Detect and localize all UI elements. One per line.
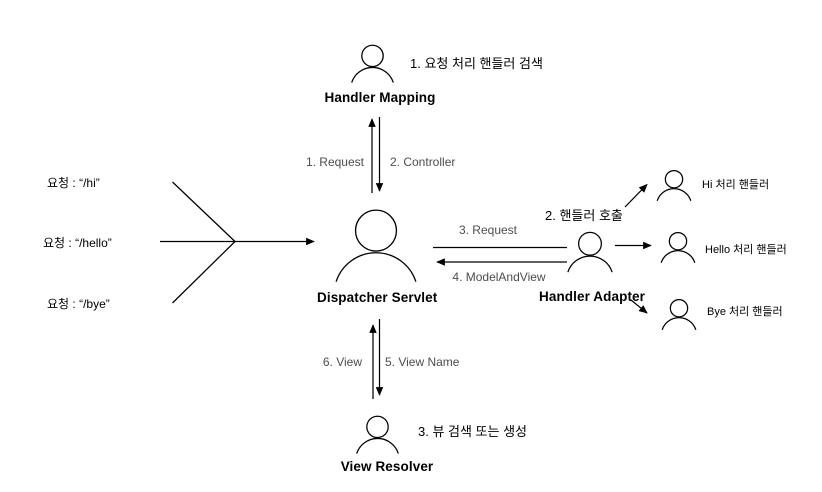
flow-label-view-up: 6. View [322,355,362,369]
view-resolver-person-icon [354,413,401,456]
request-label-hello: 요청 : “/hello” [43,236,112,250]
hello-handler-person-icon [659,230,697,265]
bye-handler-person-icon [660,297,698,332]
hello-handler-label: Hello 처리 핸들러 [705,244,787,256]
hi-handler-person-icon [655,168,693,203]
request-label-bye: 요청 : “/bye” [47,297,110,311]
bye-handler-label: Bye 처리 핸들러 [707,306,783,318]
handler-adapter-step-label: 2. 핸들러 호출 [545,208,623,223]
flow-label-request-up: 1. Request [305,155,364,169]
hi-handler-label: Hi 처리 핸들러 [702,179,770,191]
request-label-hi: 요청 : “/hi” [47,176,100,190]
handler-adapter-title: Handler Adapter [538,289,646,304]
handler-mapping-step-label: 1. 요청 처리 핸들러 검색 [410,56,543,71]
flow-label-view-name-down: 5. View Name [385,355,460,369]
flow-label-model-and-view: 4. ModelAndView [452,270,546,284]
handler-adapter-person-icon [565,229,615,274]
view-resolver-title: View Resolver [340,459,434,474]
handler-mapping-person-icon [349,42,396,85]
dispatcher-servlet-title: Dispatcher Servlet [317,290,438,305]
dispatcher-servlet-person-icon [331,204,421,286]
view-resolver-step-label: 3. 뷰 검색 또는 생성 [418,424,528,439]
flow-label-request-right: 3. Request [458,223,518,237]
flow-label-controller-down: 2. Controller [390,155,456,169]
handler-mapping-title: Handler Mapping [324,90,436,105]
